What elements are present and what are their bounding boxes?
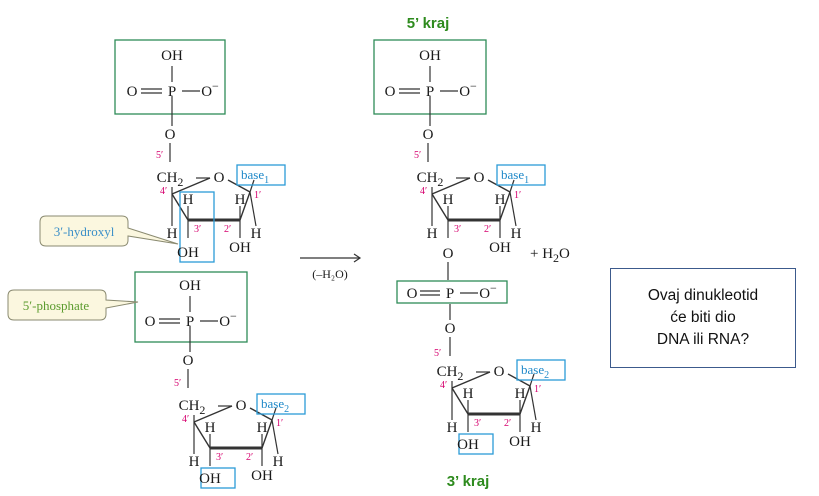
phosphate-callout: 5′-phosphate: [7, 289, 139, 321]
hydroxyl-callout-text: 3′-hydroxyl: [54, 224, 115, 239]
reaction-arrow: (–H₂O): [300, 253, 362, 281]
product-base-box-2: [516, 359, 566, 381]
product-base2-label: base2: [521, 362, 549, 381]
product-top-nucleotide: O 5′ base1 + H2O: [373, 39, 570, 265]
svg-text:5′: 5′: [174, 378, 181, 389]
hydroxyl-box-left: [200, 467, 236, 489]
svg-text:OH: OH: [177, 245, 199, 261]
three-prime-end-label: 3’ kraj: [447, 473, 490, 490]
reaction-condition: (–H₂O): [312, 267, 348, 281]
svg-text:O−: O−: [479, 281, 497, 302]
product-bottom-nucleotide: base2 OH: [435, 359, 566, 455]
svg-text:O: O: [423, 127, 434, 143]
linking-phosphate-box: [396, 280, 508, 304]
svg-text:O: O: [443, 246, 454, 262]
svg-text:O: O: [183, 353, 194, 369]
phosphodiester-link: O O P O− O 5′: [396, 246, 508, 359]
svg-text:5′: 5′: [414, 150, 421, 161]
left-nucleotide-2: O 5′ base2 OH: [134, 271, 306, 489]
phosphate-callout-text: 5′-phosphate: [23, 298, 90, 313]
question-line-2: će biti dio: [670, 309, 736, 326]
product-base-box-1: [496, 164, 546, 186]
phosphate-box-2: [134, 271, 248, 343]
question-line-1: Ovaj dinukleotid: [647, 287, 759, 304]
svg-text:O: O: [165, 127, 176, 143]
product-base1-label: base1: [501, 167, 529, 186]
svg-text:OH: OH: [199, 471, 221, 487]
base-box-1: [236, 164, 286, 186]
phosphate-box-1: [114, 39, 226, 115]
svg-text:O: O: [407, 286, 418, 302]
base-box-2: [256, 393, 306, 415]
svg-text:O: O: [445, 321, 456, 337]
five-prime-end-label: 5’ kraj: [407, 15, 450, 32]
base2-label-left: base2: [261, 396, 289, 415]
svg-text:P: P: [446, 286, 454, 302]
svg-text:5′: 5′: [156, 150, 163, 161]
left-nucleotide-1: O 5′ base1 OH: [114, 39, 286, 263]
product-hydroxyl-box: [458, 433, 494, 455]
svg-text:OH: OH: [457, 437, 479, 453]
hydroxyl-callout: 3′-hydroxyl: [39, 215, 179, 247]
water-product: + H2O: [530, 246, 570, 265]
svg-text:5′: 5′: [434, 348, 441, 359]
question-box: Ovaj dinukleotid će biti dio DNA ili RNA…: [610, 268, 796, 368]
base1-label: base1: [241, 167, 269, 186]
question-line-3: DNA ili RNA?: [656, 331, 750, 348]
hydroxyl-group-box: [179, 191, 215, 263]
